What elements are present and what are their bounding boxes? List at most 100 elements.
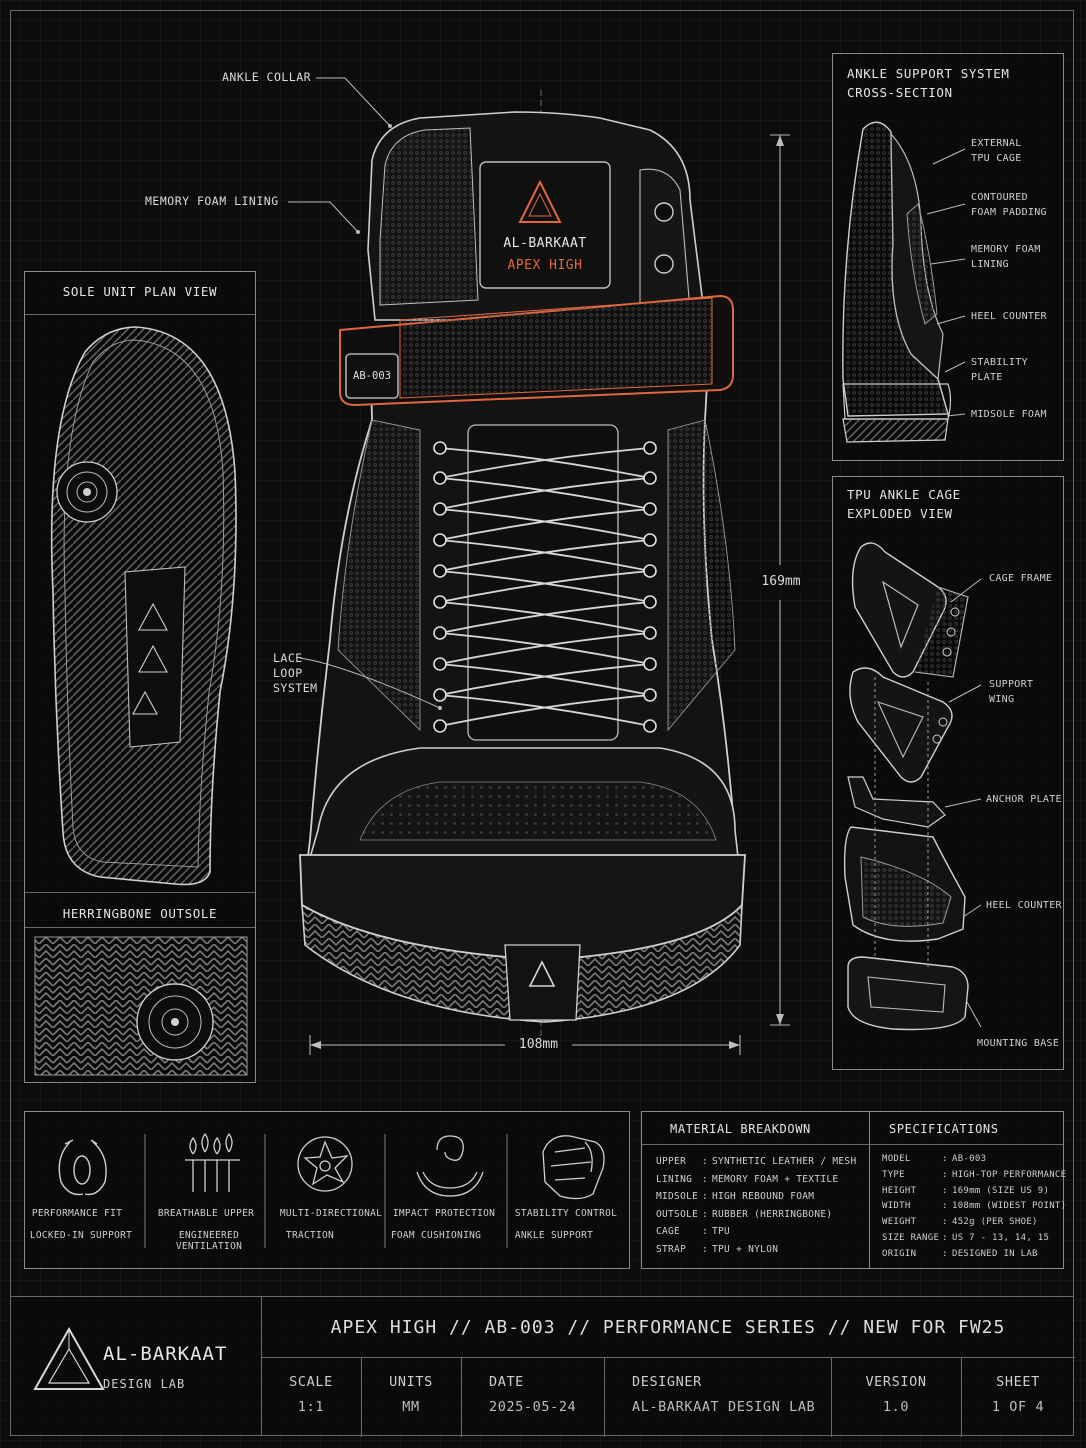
lace-eyelet [643,471,657,485]
brand-logo [33,1326,105,1390]
tongue-label [479,161,611,289]
material-key: MIDSOLE [656,1191,699,1202]
breathable-upper-icon [185,1132,240,1192]
lace-eyelet [643,564,657,578]
lace-eyelet [433,564,447,578]
lace-eyelet [433,441,447,455]
impact-protection-icon [416,1135,484,1197]
xs-label-stability-plate: STABILITY PLATE [971,357,1028,383]
lace-eyelet [643,719,657,733]
feature-5-line2: ANKLE SUPPORT [514,1230,594,1241]
material-sep: : [702,1173,709,1185]
material-key: LINING [656,1173,693,1185]
lace-eyelet [643,533,657,547]
lace-segment [439,601,651,634]
material-key: UPPER [656,1156,687,1167]
sole-plan-title: SOLE UNIT PLAN VIEW [62,284,218,299]
cage-exploded-drawing [843,542,982,1031]
callout-ankle-collar: ANKLE COLLAR [222,70,312,84]
title-block-value: MM [402,1399,420,1415]
spec-sep: : [942,1248,948,1259]
tongue-model-label: APEX HIGH [507,258,583,273]
lace-segment [439,447,651,479]
xs-label-heel-counter: HEEL COUNTER [971,311,1047,322]
material-sep: : [702,1226,709,1237]
spec-key: MODEL [882,1154,911,1164]
callout-memory-foam-lining: MEMORY FOAM LINING [145,194,279,208]
spec-key: ORIGIN [882,1248,917,1259]
feature-1-line1: PERFORMANCE FIT [31,1208,123,1219]
lace-eyelet [643,657,657,671]
herringbone-outsole-title: HERRINGBONE OUTSOLE [62,906,218,921]
feature-3-line1: MULTI-DIRECTIONAL [279,1208,383,1219]
cage-label-mounting-base: MOUNTING BASE [977,1038,1060,1049]
traction-icon [297,1136,353,1192]
xs-label-midsole-foam: MIDSOLE FOAM [971,409,1047,420]
headline: APEX HIGH // AB-003 // PERFORMANCE SERIE… [330,1317,1006,1338]
lace-eyelet [433,471,447,485]
lace-segment [439,663,651,696]
feature-4-line2: FOAM CUSHIONING [390,1230,482,1241]
spec-value: 452g (PER SHOE) [952,1217,1038,1228]
spec-sep: : [942,1233,948,1243]
title-block-value: 1.0 [882,1399,910,1415]
cage-label-support-wing: SUPPORT WING [989,679,1034,705]
tongue-brand-label: AL-BARKAAT [503,236,587,251]
material-sep: : [702,1243,709,1255]
materials-specs-panel: MATERIAL BREAKDOWN SPECIFICATIONS UPPER:… [641,1111,1066,1269]
spec-key: HEIGHT [882,1185,917,1196]
spec-sep: : [942,1169,948,1180]
material-value: MEMORY FOAM + TEXTILE [712,1173,839,1185]
features-panel: PERFORMANCE FIT LOCKED-IN SUPPORT BREATH… [24,1111,630,1269]
title-block-divider [461,1357,462,1437]
title-block-value: 2025-05-24 [489,1399,577,1415]
xs-label-memory-foam: MEMORY FOAM LINING [971,244,1041,270]
lace-eyelet [433,533,447,547]
material-key: OUTSOLE [656,1208,699,1220]
lace-eyelet [433,688,447,702]
material-sep: : [702,1191,709,1202]
lace-segment [439,539,651,572]
material-value: RUBBER (HERRINGBONE) [712,1208,833,1220]
cage-label-anchor-plate: ANCHOR PLATE [986,794,1062,805]
lace-eyelet [643,502,657,516]
lace-segment [439,632,651,665]
height-dimension: 169mm [756,574,806,589]
feature-2-line2: ENGINEERED VENTILATION [175,1230,243,1252]
feature-3-line2: TRACTION [285,1230,335,1241]
title-block-key: DESIGNER [632,1374,702,1390]
title-block-value: 1:1 [297,1399,325,1415]
spec-key: WEIGHT [882,1217,917,1228]
material-value: HIGH REBOUND FOAM [712,1191,815,1202]
spec-key: WIDTH [882,1201,911,1212]
material-sep: : [702,1156,709,1167]
title-block-divider [604,1357,605,1437]
spec-key: TYPE [882,1169,905,1180]
feature-icons [58,1132,605,1248]
material-sep: : [702,1208,709,1220]
feature-1-line2: LOCKED-IN SUPPORT [29,1230,133,1241]
lace-eyelet [433,502,447,516]
lace-eyelet [433,626,447,640]
title-block-key: UNITS [389,1374,433,1390]
callout-lace-loop-system: LACE LOOP SYSTEM [273,651,318,695]
lace-segment [439,570,651,603]
performance-fit-icon [58,1139,107,1196]
lace-eyelet [433,719,447,733]
title-block-key: SCALE [289,1374,333,1390]
title-block-key: DATE [489,1374,524,1390]
title-block-divider [961,1357,962,1437]
title-block-value: AL-BARKAAT DESIGN LAB [632,1399,816,1415]
lace-segment [439,508,651,541]
brand-sub: DESIGN LAB [103,1377,186,1391]
cross-section-drawing [842,121,966,443]
cross-section-title: ANKLE SUPPORT SYSTEM CROSS-SECTION [847,66,1010,100]
material-value: SYNTHETIC LEATHER / MESH [712,1156,857,1167]
laces [439,447,651,727]
spec-value: AB-003 [952,1154,987,1164]
xs-label-tpu-cage: EXTERNAL TPU CAGE [971,138,1022,164]
width-dimension: 108mm [518,1037,559,1052]
title-block-divider [361,1357,362,1437]
title-block: AL-BARKAAT DESIGN LAB APEX HIGH // AB-00… [10,1296,1075,1437]
